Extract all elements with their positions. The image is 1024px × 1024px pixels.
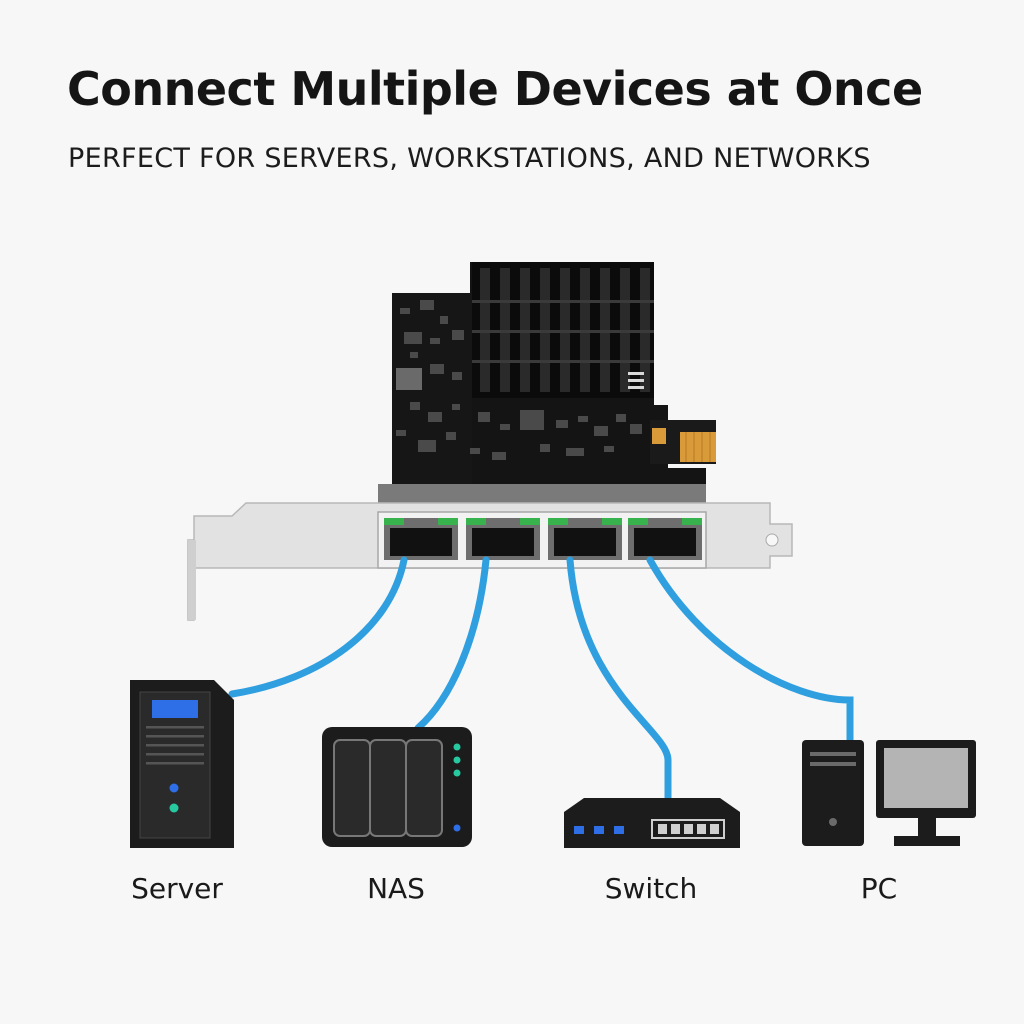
cable-server [228,556,408,698]
device-label-nas: NAS [367,872,425,905]
page-title: Connect Multiple Devices at Once [67,62,923,116]
pcb-components [396,300,642,460]
rj45-port-1 [384,518,458,560]
device-label-switch: Switch [604,872,698,905]
cable-switch [566,556,672,802]
heatsink [472,262,654,398]
network-card [187,262,793,621]
device-label-server: Server [131,872,223,905]
cables [228,556,854,802]
page-subtitle: PERFECT FOR SERVERS, WORKSTATIONS, AND N… [68,143,871,174]
pc-icon [802,740,976,846]
cable-nas [414,556,490,732]
pcie-contacts [650,420,716,464]
device-label-pc: PC [860,872,898,905]
rj45-port-3 [548,518,622,560]
cable-pc [646,556,854,746]
rj45-port-2 [466,518,540,560]
nas-icon [322,727,472,847]
server-icon [130,680,234,848]
switch-icon [564,798,740,848]
rj45-port-4 [628,518,702,560]
